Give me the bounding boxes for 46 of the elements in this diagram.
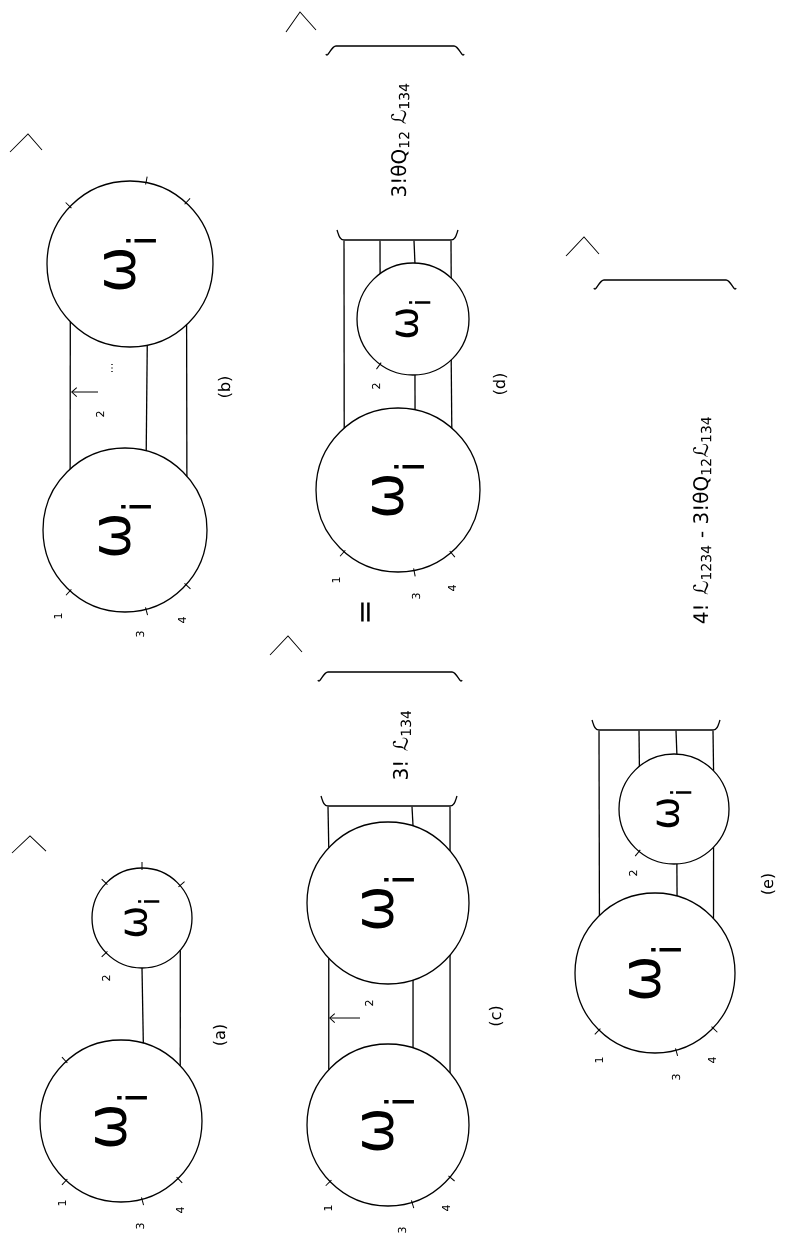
label: 4 [448, 585, 456, 591]
propagator-line [69, 321, 71, 470]
label: (b) [217, 377, 233, 397]
propagator-line [676, 863, 678, 897]
propagator-line [412, 979, 414, 1049]
propagator-line [449, 806, 451, 852]
propagator-line [598, 730, 601, 917]
label: (d) [492, 374, 508, 394]
label: (c) [488, 1006, 504, 1026]
label: 3 [135, 631, 145, 637]
label: = [361, 602, 370, 622]
label: 3 [411, 593, 421, 599]
label: 1 [324, 1205, 332, 1211]
label: 1 [58, 1200, 66, 1206]
label: (a) [212, 1025, 228, 1045]
label: ... [111, 363, 113, 373]
propagator-line [414, 374, 416, 411]
propagator-line [411, 806, 414, 827]
propagator-line [343, 240, 345, 429]
propagator-line [449, 954, 451, 1074]
label: 2 [95, 411, 105, 417]
propagator-line [638, 730, 641, 767]
label: 2 [364, 1000, 374, 1006]
propagator-line [185, 324, 188, 477]
label: 3 [397, 1227, 407, 1233]
label: 4 [442, 1205, 450, 1211]
propagator-line [675, 730, 678, 755]
label: 2 [371, 383, 381, 389]
propagator-line [450, 359, 453, 429]
propagator-line [450, 240, 452, 279]
propagator-line [327, 806, 330, 849]
label: 3 [135, 1223, 145, 1229]
propagator-line [712, 846, 715, 920]
propagator-line [141, 967, 144, 1044]
propagator-line [413, 240, 416, 264]
expression-text: 4! ℒ$_{1234}$ - 3!θQ$_{12}$ℒ$_{134}$ [692, 417, 712, 624]
propagator-line [328, 957, 330, 1071]
label: 3 [671, 1074, 681, 1080]
propagator-line [179, 949, 181, 1067]
expression-text: 3!θQ$_{12}$ ℒ$_{134}$ [390, 83, 410, 196]
propagator-line [379, 240, 381, 275]
expression-text: 3! ℒ$_{134}$ [392, 710, 412, 779]
propagator-line [145, 344, 148, 452]
label: 2 [628, 870, 638, 876]
label: (e) [760, 874, 776, 894]
propagator-line [712, 730, 715, 772]
